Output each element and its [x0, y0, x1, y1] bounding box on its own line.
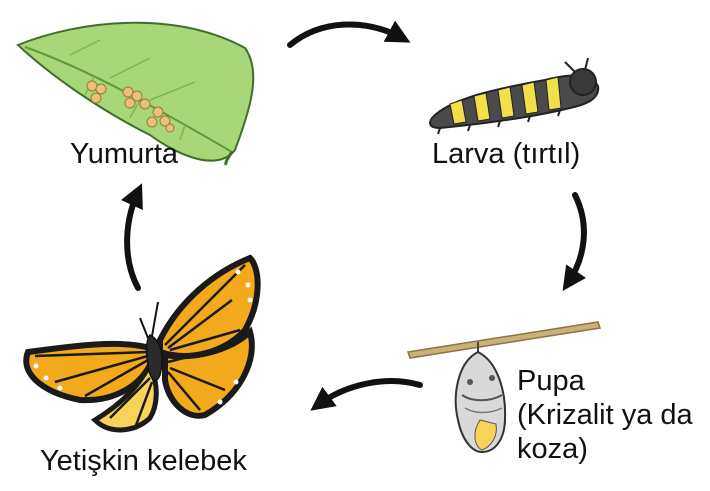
egg-cluster: [86, 80, 175, 133]
cycle-arrow-icon: [562, 192, 587, 291]
cycle-arrow-icon: [121, 183, 143, 291]
chrysalis-icon: [407, 321, 601, 454]
pupa-label-line3: koza): [517, 433, 588, 465]
pupa-stage-label: Pupa (Krizalit ya da koza): [517, 364, 693, 466]
egg-stage-label: Yumurta: [70, 138, 178, 170]
cycle-arrows: [121, 20, 587, 411]
cycle-arrow-icon: [287, 20, 411, 48]
butterfly-icon: [23, 254, 261, 433]
caterpillar-icon: [429, 57, 600, 135]
pupa-label-line1: Pupa: [517, 365, 585, 397]
larva-stage-label: Larva (tırtıl): [432, 138, 581, 170]
leaf-with-eggs-icon: [16, 21, 255, 166]
adult-stage-label: Yetişkin kelebek: [40, 445, 247, 477]
pupa-label-line2: (Krizalit ya da: [517, 399, 693, 431]
cycle-arrow-icon: [310, 378, 423, 411]
